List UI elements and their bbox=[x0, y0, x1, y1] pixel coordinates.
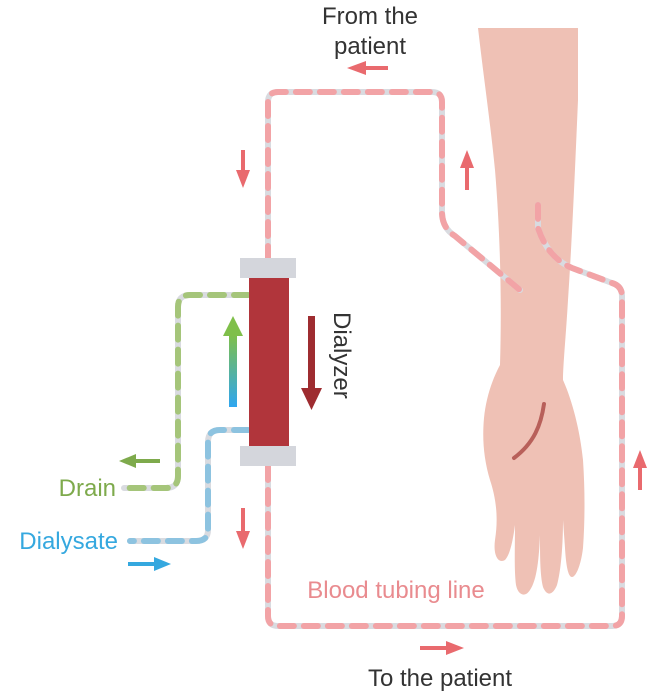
dialyzer-body bbox=[249, 278, 289, 446]
dialyzer-label: Dialyzer bbox=[328, 312, 355, 399]
blood-arrow-top bbox=[347, 61, 388, 75]
dialyzer-cartridge bbox=[240, 258, 296, 466]
dialyzer-blood-arrow bbox=[301, 316, 322, 410]
blood-arrow-bottom bbox=[420, 641, 464, 655]
blood-arrow-arm-up bbox=[460, 150, 474, 190]
from-patient-label-line2: patient bbox=[334, 33, 406, 60]
dialysate-label: Dialysate bbox=[19, 528, 118, 555]
arm-skin-fold bbox=[512, 402, 546, 460]
to-patient-label: To the patient bbox=[368, 665, 512, 692]
arm-illustration bbox=[478, 28, 585, 595]
blood-arrow-left-top bbox=[236, 150, 250, 188]
drain-label: Drain bbox=[59, 475, 116, 502]
drain-arrow bbox=[119, 454, 160, 468]
blood-tubing-label: Blood tubing line bbox=[307, 577, 484, 604]
blood-tubing-line bbox=[265, 89, 625, 629]
dialyzer-top-cap bbox=[240, 258, 296, 278]
from-patient-label-line1: From the bbox=[322, 3, 418, 30]
arm-silhouette bbox=[478, 28, 585, 595]
dialysate-tubing bbox=[127, 427, 251, 544]
blood-arrow-right-up bbox=[633, 450, 647, 490]
drain-tubing bbox=[121, 292, 251, 491]
dialysate-flow-arrow bbox=[223, 316, 243, 407]
dialysate-arrow bbox=[128, 557, 171, 571]
dialyzer-bottom-cap bbox=[240, 446, 296, 466]
blood-arrow-left-bottom bbox=[236, 508, 250, 549]
